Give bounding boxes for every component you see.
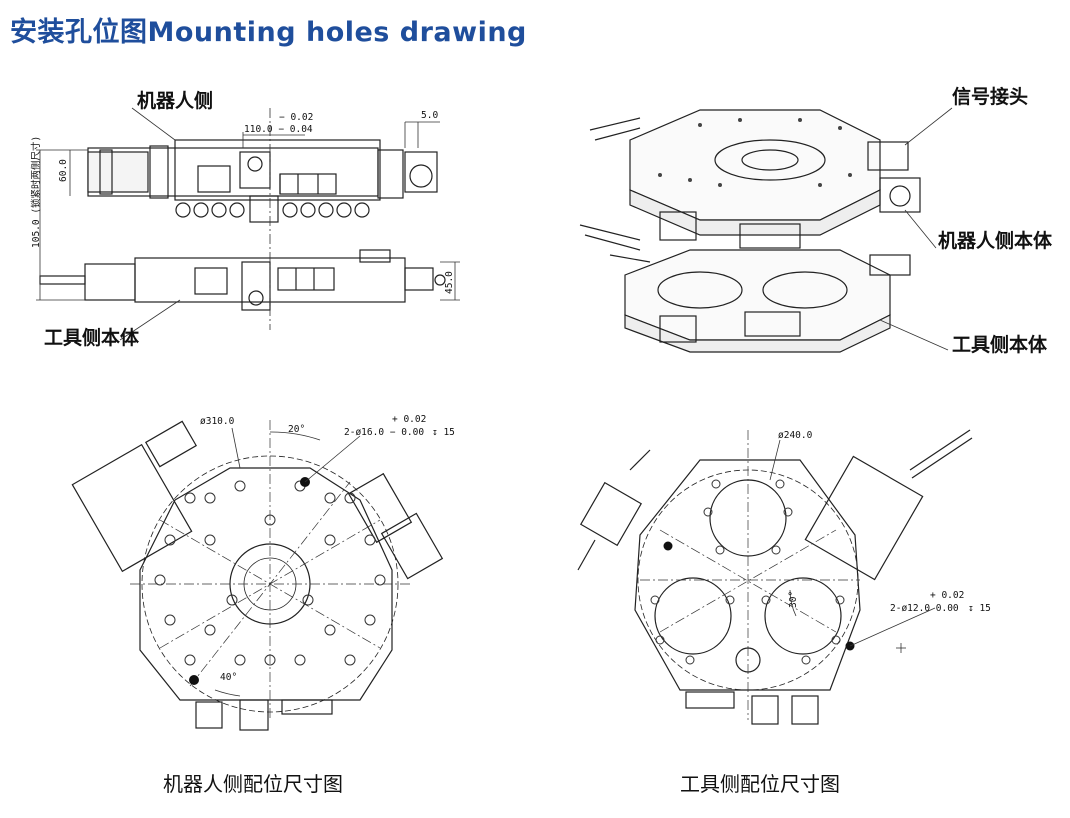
dim-105: 105.0 (锁紧时两侧尺寸) (31, 135, 42, 248)
caption-tool-layout: 工具侧配位尺寸图 (680, 772, 840, 796)
dim-angle20: 20° (288, 424, 306, 435)
dim-angle30: 30° (788, 590, 799, 608)
page-title: 安装孔位图Mounting holes drawing (10, 17, 527, 48)
dim-45: 45.0 (444, 271, 455, 294)
label-robot-side: 机器人侧 (137, 90, 214, 112)
dim-tol-upper: − 0.02 (279, 112, 314, 123)
dim-hole12-upper: + 0.02 (930, 590, 965, 601)
label-tool-side-body-3d: 工具侧本体 (952, 334, 1048, 356)
label-signal-connector: 信号接头 (952, 86, 1029, 108)
dim-110: 110.0 − 0.04 (244, 124, 313, 135)
label-tool-side-body: 工具侧本体 (44, 327, 140, 349)
dim-depth15: ↧ 15 (432, 427, 455, 438)
dim-depth15b: ↧ 15 (968, 603, 991, 614)
dim-60: 60.0 (58, 159, 69, 182)
dim-5: 5.0 (421, 110, 439, 121)
label-robot-side-body: 机器人侧本体 (938, 230, 1053, 252)
dim-hole12: 2-ø12.0 0.00 (890, 603, 959, 614)
dim-hole16: 2-ø16.0 − 0.00 (344, 427, 425, 438)
dim-angle40: 40° (220, 672, 238, 683)
caption-robot-layout: 机器人侧配位尺寸图 (163, 772, 343, 796)
dim-phi240: ø240.0 (778, 430, 813, 441)
dim-phi310: ø310.0 (200, 416, 235, 427)
dim-hole-tol-upper: + 0.02 (392, 414, 427, 425)
